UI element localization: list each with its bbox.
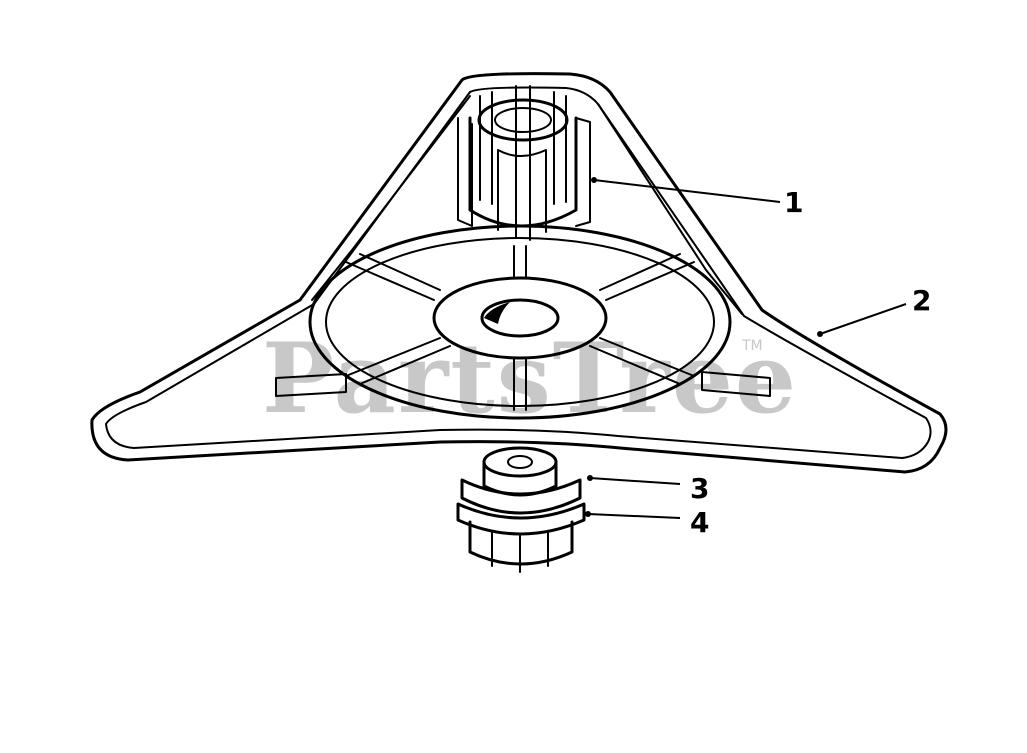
watermark-trademark: TM [741,338,763,354]
blade-outer-outline [90,72,948,474]
callout-1: 1 [784,186,803,219]
leader-2 [819,303,907,335]
spline-teeth [457,85,591,241]
washer-part-3 [460,478,582,515]
hub-plate [432,276,608,360]
washer-part-4 [456,502,586,536]
spoke-ring [275,224,771,420]
spokes [345,245,695,411]
hub-hole-shadow [484,302,510,324]
adapter-top-inner [494,107,552,133]
nut-top [482,446,558,478]
leader-3 [589,477,681,485]
outer-ring-inner-edge [325,237,715,407]
callout-3: 3 [690,472,709,505]
leader-4 [587,513,681,519]
part-3-4-nut [456,446,586,573]
callout-2: 2 [912,284,931,317]
blade-inner-outline [105,86,932,459]
hub-hole [480,298,560,338]
part-2-blade [90,72,948,474]
tab-right [701,371,771,397]
blade-ridge-left [311,95,471,301]
tab-left [275,373,347,397]
nut-hex-edges [491,531,549,573]
blade-ridge-right [597,103,743,315]
callouts: 1 2 3 4 [690,186,931,539]
nut-top-hole [507,455,533,469]
leader-1 [593,179,781,203]
adapter-body [468,116,578,228]
callout-4: 4 [690,506,709,539]
part-1-spline-adapter [457,85,591,241]
leader-lines [585,177,907,519]
